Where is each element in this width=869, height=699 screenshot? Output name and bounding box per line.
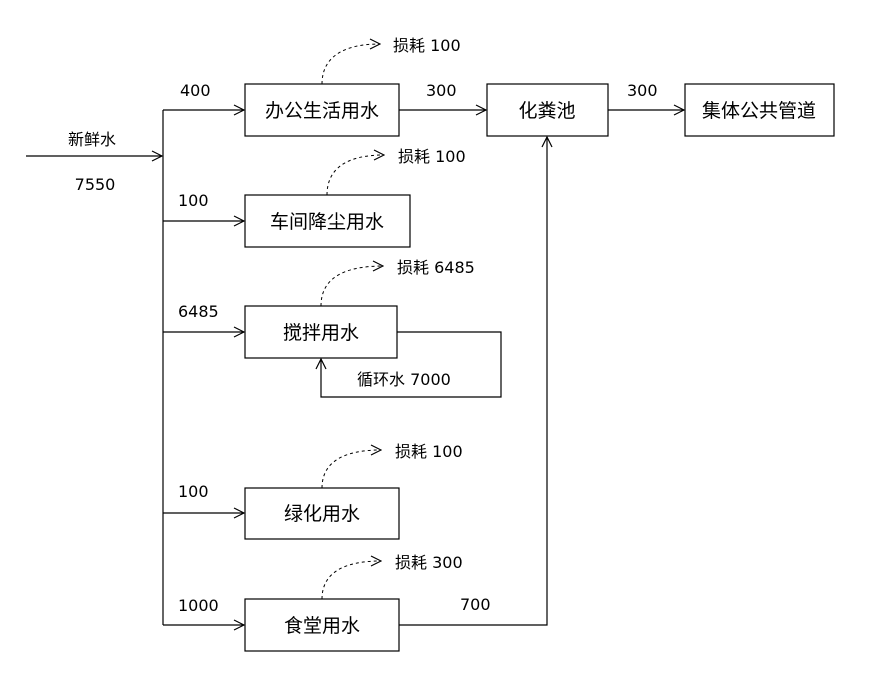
green-box: 绿化用水 bbox=[244, 487, 400, 540]
dust-loss: 损耗 100 bbox=[398, 147, 466, 166]
dust-in-value: 100 bbox=[178, 191, 209, 210]
canteen-to-septic-arrow bbox=[399, 137, 547, 626]
mixing-recycle-loop bbox=[321, 331, 502, 398]
canteen-in-value: 1000 bbox=[178, 596, 219, 615]
mixing-box: 搅拌用水 bbox=[244, 305, 398, 359]
mixing-in-value: 6485 bbox=[178, 302, 219, 321]
office-in-value: 400 bbox=[180, 81, 211, 100]
dust-box: 车间降尘用水 bbox=[244, 194, 411, 248]
office-out-value: 300 bbox=[426, 81, 457, 100]
office-box: 办公生活用水 bbox=[244, 83, 400, 137]
office-label: 办公生活用水 bbox=[265, 100, 379, 122]
green-in-value: 100 bbox=[178, 482, 209, 501]
green-loss: 损耗 100 bbox=[395, 442, 463, 461]
dust-label: 车间降尘用水 bbox=[270, 211, 384, 233]
green-loss-arrow bbox=[321, 450, 381, 489]
mixing-loss: 损耗 6485 bbox=[397, 258, 475, 277]
septic-tank-box: 化粪池 bbox=[486, 83, 609, 137]
canteen-loss-arrow bbox=[321, 561, 381, 600]
office-loss: 损耗 100 bbox=[393, 36, 461, 55]
green-label: 绿化用水 bbox=[284, 503, 360, 525]
canteen-loss: 损耗 300 bbox=[395, 553, 463, 572]
fresh-water-label: 新鲜水 bbox=[68, 130, 116, 149]
sewer-box: 集体公共管道 bbox=[684, 83, 835, 137]
septic-out-value: 300 bbox=[627, 81, 658, 100]
mixing-label: 搅拌用水 bbox=[283, 322, 359, 344]
canteen-label: 食堂用水 bbox=[284, 615, 360, 637]
sewer-label: 集体公共管道 bbox=[702, 100, 816, 122]
mixing-loss-arrow bbox=[320, 266, 383, 307]
office-loss-arrow bbox=[321, 44, 380, 85]
fresh-water-value: 7550 bbox=[75, 175, 116, 194]
canteen-out-value: 700 bbox=[460, 595, 491, 614]
dust-loss-arrow bbox=[326, 155, 384, 196]
canteen-box: 食堂用水 bbox=[244, 598, 400, 652]
mixing-recycle-label: 循环水 7000 bbox=[357, 370, 451, 389]
septic-tank-label: 化粪池 bbox=[518, 100, 575, 122]
